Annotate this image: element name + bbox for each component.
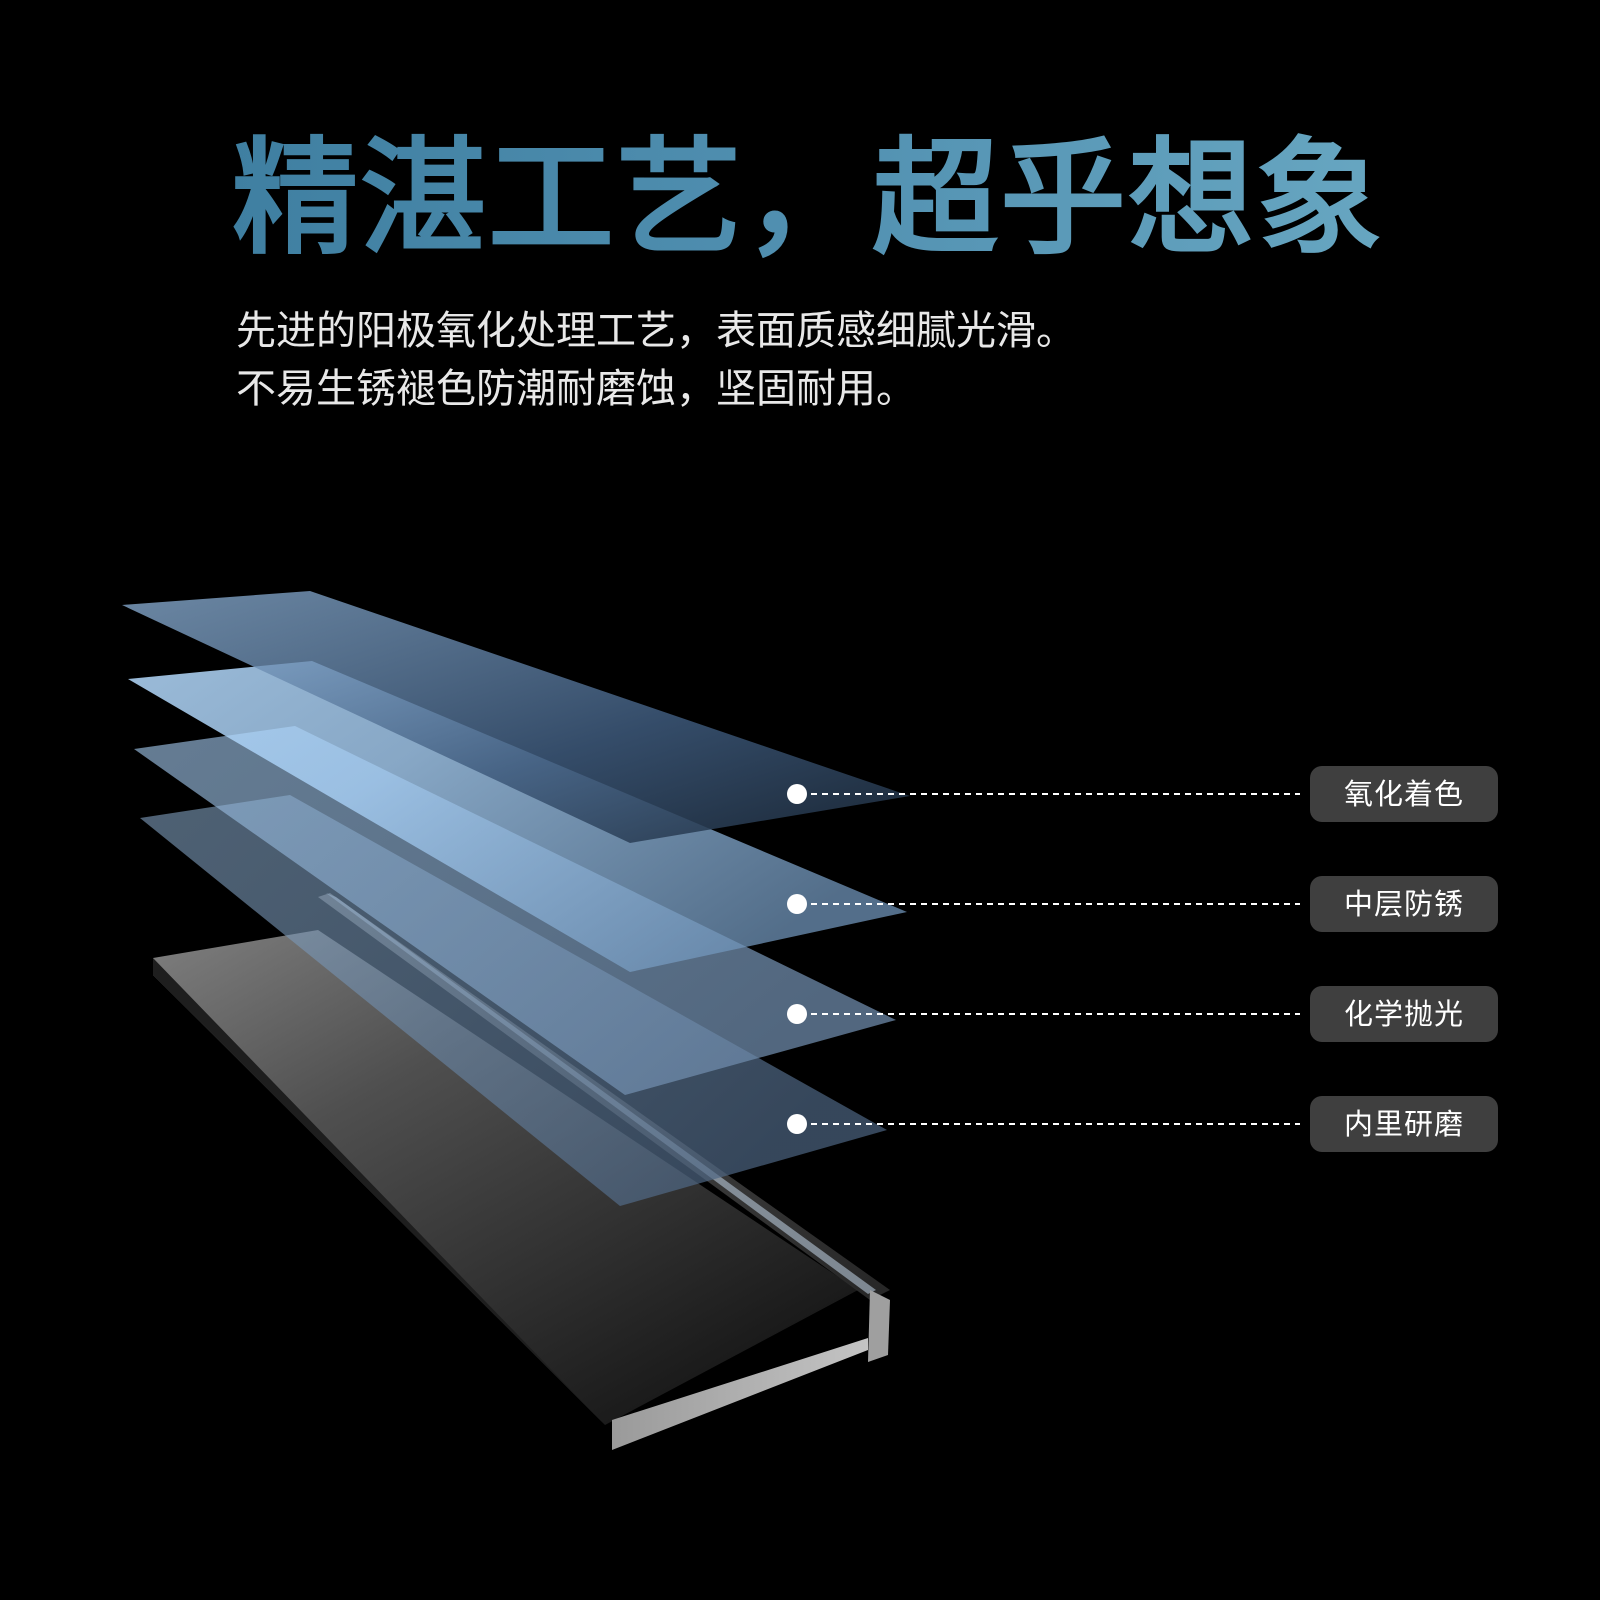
callout-dot-1: [787, 784, 807, 804]
callout-dot-3: [787, 1004, 807, 1024]
subtitle-line-1: 先进的阳极氧化处理工艺，表面质感细腻光滑。: [236, 308, 1076, 354]
layer-label-oxidation: 氧化着色: [1310, 766, 1498, 822]
subtitle-line-2: 不易生锈褪色防潮耐磨蚀，坚固耐用。: [236, 366, 916, 412]
layer-label-inner-grinding: 内里研磨: [1310, 1096, 1498, 1152]
page-title: 精湛工艺，超乎想象: [232, 125, 1384, 272]
callout-dots: [787, 784, 807, 1134]
profile-top-face: [153, 930, 858, 1425]
callout-dot-2: [787, 894, 807, 914]
layer-sheet-3: [134, 726, 896, 1095]
callout-lines: [800, 793, 1300, 1125]
layer-sheet-2: [128, 661, 907, 972]
layer-label-chemical-polish: 化学抛光: [1310, 986, 1498, 1042]
callout-dot-4: [787, 1114, 807, 1134]
profile-front-edge: [153, 958, 612, 1450]
layer-sheet-1: [122, 591, 910, 843]
layer-label-anti-rust: 中层防锈: [1310, 876, 1498, 932]
profile-end-cap: [868, 1290, 890, 1362]
subtitle: 先进的阳极氧化处理工艺，表面质感细腻光滑。 不易生锈褪色防潮耐磨蚀，坚固耐用。: [236, 302, 1076, 418]
profile-bottom-lip: [612, 1338, 868, 1450]
